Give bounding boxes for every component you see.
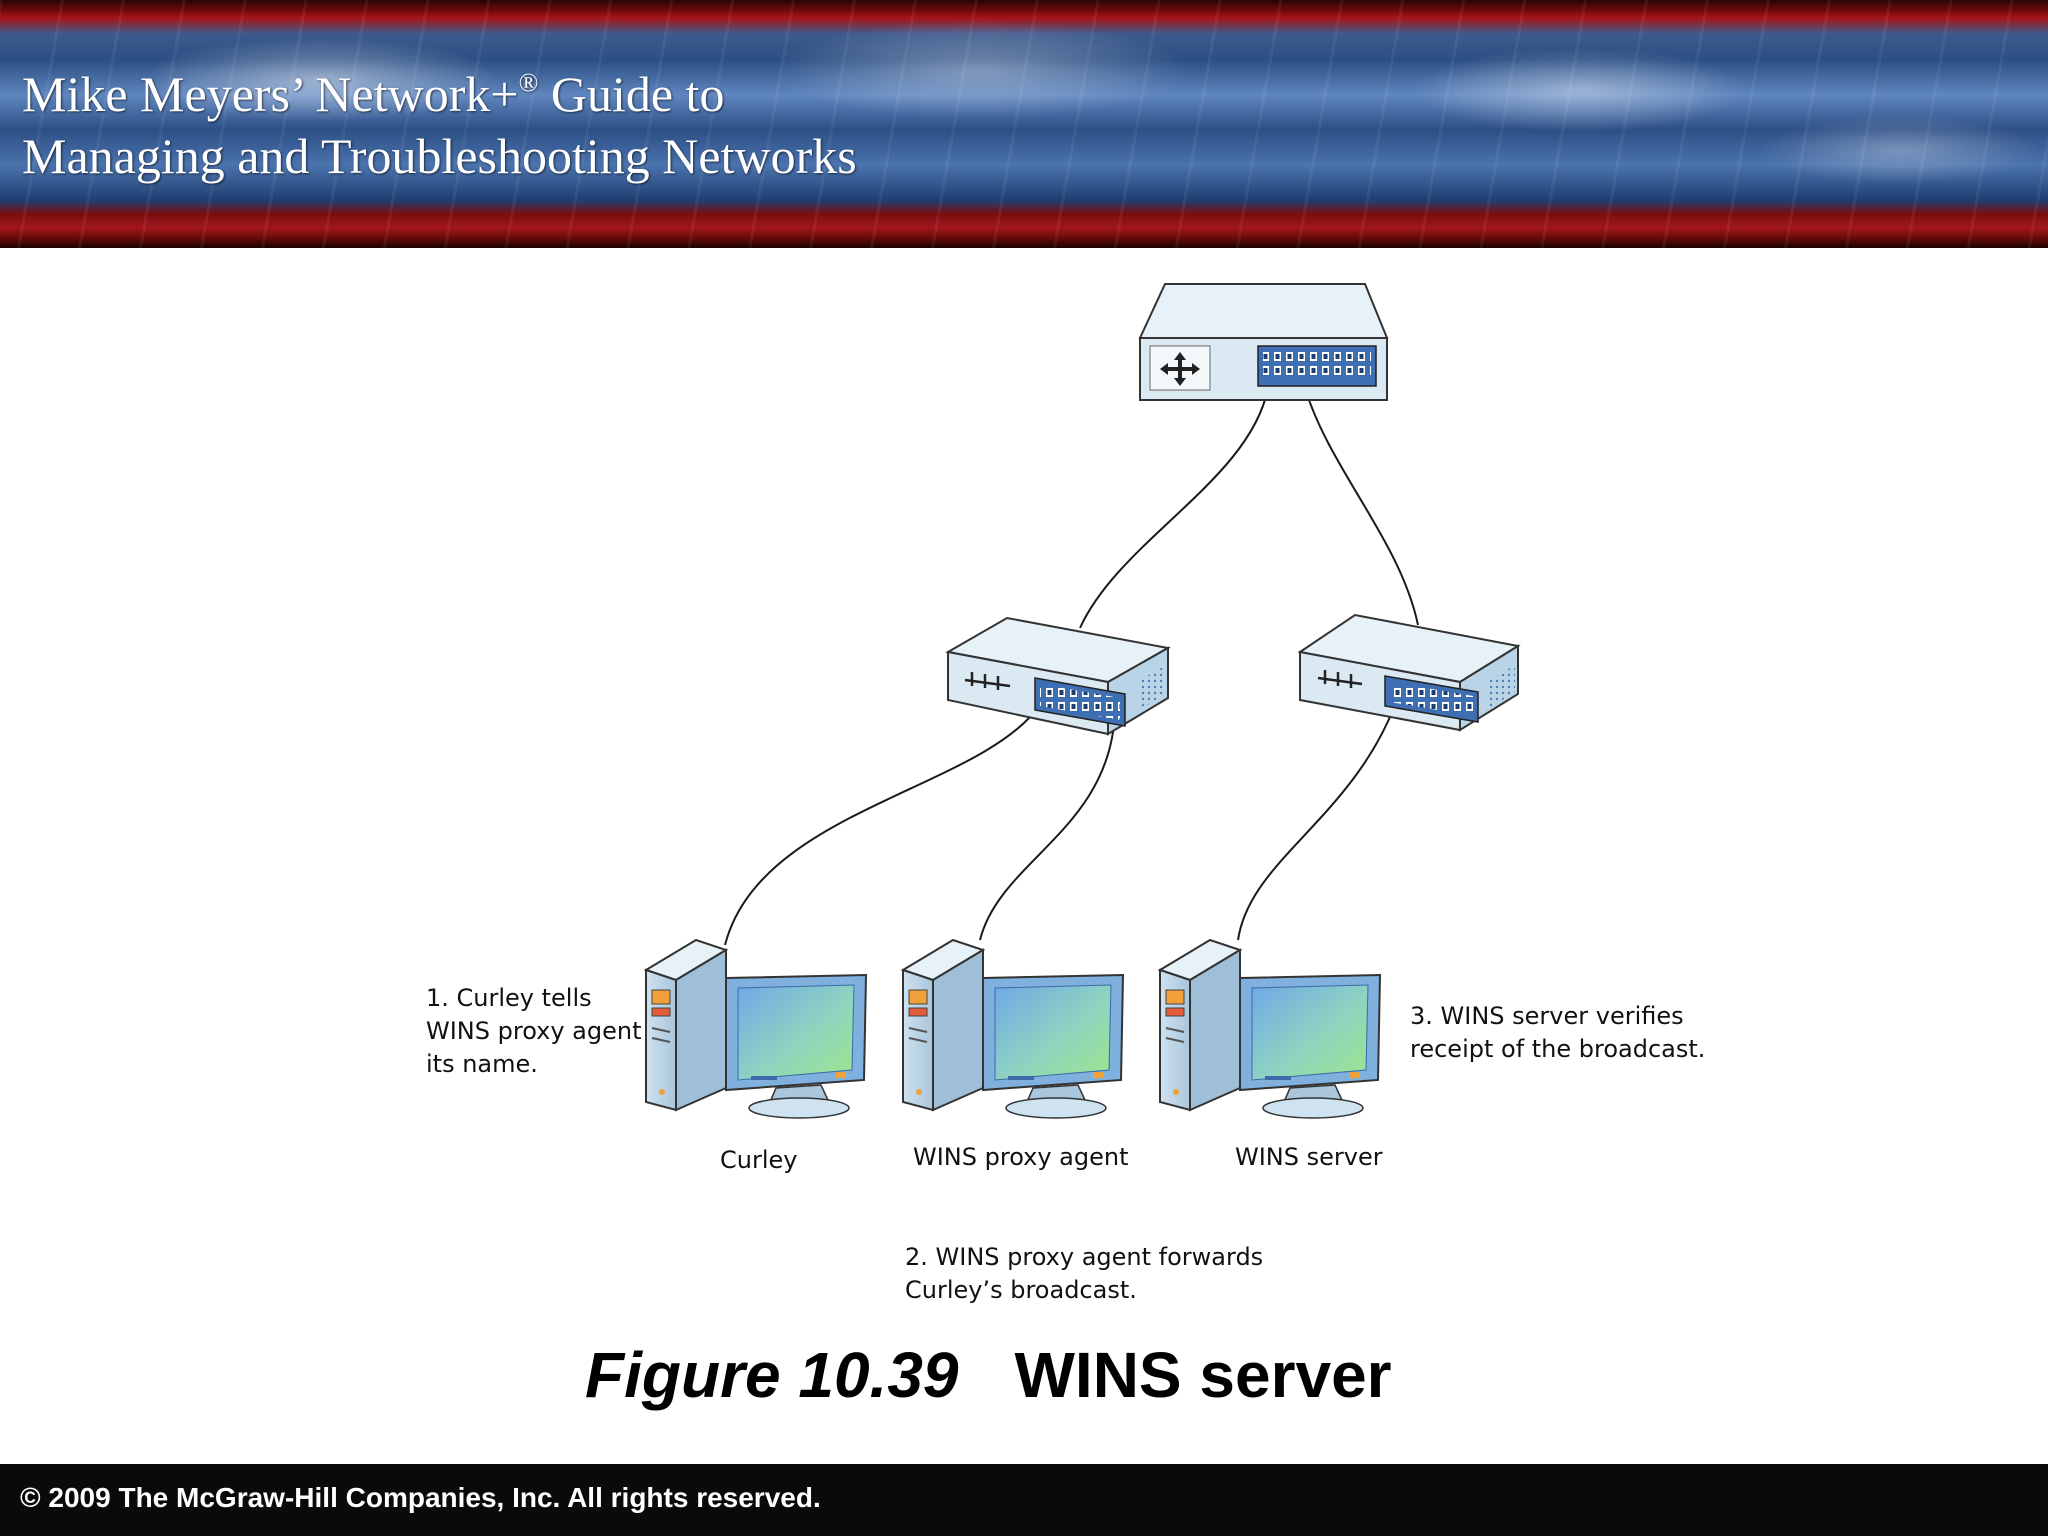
title-line-1-text: Mike Meyers’ Network+: [22, 66, 519, 122]
registered-mark: ®: [518, 68, 539, 97]
cable-left-switch-to-curley: [724, 704, 1041, 946]
figure-caption: Figure 10.39 WINS server: [585, 1338, 1392, 1412]
banner-background: [0, 0, 2048, 248]
copyright-notice: © 2009 The McGraw-Hill Companies, Inc. A…: [20, 1482, 821, 1513]
curley-computer-icon: [643, 938, 868, 1119]
slide-title: Mike Meyers’ Network+® Guide to Managing…: [22, 52, 857, 187]
left-switch-hub-icon: [964, 672, 1011, 690]
left-switch-icon: [945, 616, 1171, 736]
step-1-note: 1. Curley tells WINS proxy agent its nam…: [426, 984, 642, 1078]
step-2-note: 2. WINS proxy agent forwards Curley’s br…: [905, 1243, 1264, 1304]
cable-router-to-left-switch: [1079, 387, 1269, 629]
cable-left-switch-to-proxy: [979, 711, 1116, 941]
step-3-note: 3. WINS server verifies receipt of the b…: [1410, 1002, 1706, 1063]
title-line-1-end: Guide to: [538, 66, 725, 122]
curley-label: Curley: [720, 1146, 798, 1174]
wins-proxy-agent-computer-icon: [900, 938, 1125, 1119]
slide-footer: © 2009 The McGraw-Hill Companies, Inc. A…: [0, 1464, 2048, 1536]
right-switch-hub-icon: [1317, 670, 1363, 688]
wins-server-label: WINS server: [1235, 1143, 1383, 1171]
network-cables: [724, 387, 1419, 946]
wins-server-computer-icon: [1157, 938, 1382, 1119]
wins-proxy-agent-label: WINS proxy agent: [913, 1143, 1129, 1171]
cable-router-to-right-switch: [1304, 387, 1419, 626]
right-switch-icon: [1297, 613, 1521, 732]
router-arrows-icon: [1160, 352, 1200, 386]
router-icon: [1138, 283, 1389, 401]
title-line-1: Mike Meyers’ Network+® Guide to: [22, 52, 857, 125]
slide-banner: Mike Meyers’ Network+® Guide to Managing…: [0, 0, 2048, 248]
figure-title: WINS server: [1014, 1339, 1392, 1411]
title-line-2: Managing and Troubleshooting Networks: [22, 128, 857, 184]
figure-number: Figure 10.39: [585, 1339, 959, 1411]
network-diagram: [643, 283, 1521, 1119]
cable-right-switch-to-server: [1237, 704, 1396, 941]
